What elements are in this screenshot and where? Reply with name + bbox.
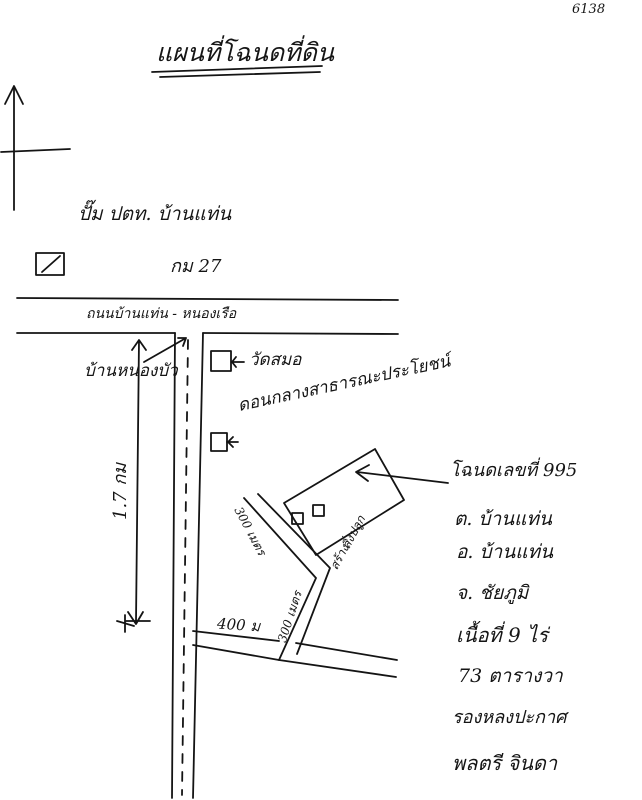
distance-arrow (125, 339, 151, 625)
road-pointer-arrow (143, 337, 187, 363)
temple-label: วัดสมอ (249, 350, 302, 370)
ptt-station-label: ปั๊ม ปตท. บ้านแท่น (78, 203, 232, 225)
page-number: 6138 (572, 2, 606, 17)
subdistrict-label: ต. บ้านแท่น (454, 508, 552, 530)
side-distance-label: 1.7 กม (110, 462, 131, 520)
lane-bottom-edge (192, 644, 397, 678)
side-road-right-edge (192, 332, 204, 799)
parcel-pointer-arrow (355, 464, 449, 484)
path-b (257, 493, 331, 655)
health-center-box-icon (210, 432, 239, 452)
province-label: จ. ชัยภูมิ (456, 582, 529, 604)
map-title: แผนที่โฉนดที่ดิน (156, 38, 334, 67)
area-label: เนื้อที่ 9 ไร่ (456, 623, 548, 647)
side-road-centerline (181, 339, 189, 796)
path-a (243, 497, 317, 661)
lane-distance-label: 400 ม (216, 614, 261, 636)
km-marker-label: กม 27 (170, 256, 222, 277)
village-label: บ้านหนองบัว (84, 361, 178, 381)
lane-top-right (295, 642, 398, 661)
deed-label: โฉนดเลขที่ 995 (450, 460, 578, 481)
north-arrow-icon (0, 85, 71, 211)
surveyor-label: รองหลงปะกาศ (452, 707, 567, 728)
building-1-icon (291, 512, 304, 525)
temple-box-icon (210, 350, 245, 372)
building-2-icon (312, 504, 325, 517)
parcel-outline (283, 448, 405, 556)
area-detail-label: 73 ตารางวา (458, 665, 563, 687)
lane-top-edge (192, 630, 280, 642)
ptt-station-box-icon (35, 252, 65, 276)
signer-label: พลตรี จินดา (452, 751, 558, 775)
main-road-line (16, 297, 399, 301)
district-label: อ. บ้านแท่น (456, 541, 553, 563)
side-road-left-edge (171, 332, 176, 799)
main-road-lower-right (202, 332, 399, 335)
boundary-cross-mark (116, 614, 135, 633)
title-underline (151, 65, 323, 78)
main-road-label: ถนนบ้านแท่น - หนองเรือ (86, 306, 237, 322)
